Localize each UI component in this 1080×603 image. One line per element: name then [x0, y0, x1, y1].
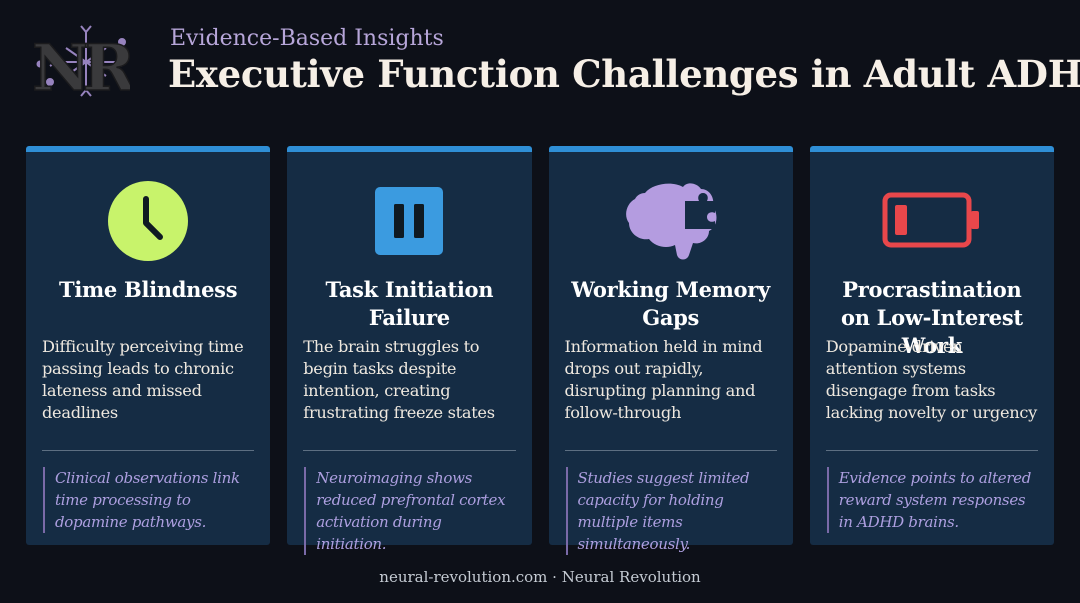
clock-icon [42, 166, 254, 276]
card-description: Difficulty perceiving time passing leads… [42, 337, 244, 422]
card-title: Procrastination on Low-Interest Work [840, 277, 1023, 358]
card-divider [825, 450, 1038, 451]
card-grid: Time Blindness Difficulty perceiving tim… [26, 146, 1054, 555]
card-divider [564, 450, 777, 451]
card-title: Time Blindness [59, 277, 238, 302]
card-note: Clinical observations link time processi… [43, 467, 254, 533]
page-title: Executive Function Challenges in Adult A… [168, 52, 1080, 96]
card-title: Working Memory Gaps [571, 277, 770, 330]
card-note: Studies suggest limited capacity for hol… [565, 467, 777, 555]
pause-icon [303, 166, 515, 276]
card-description: Information held in mind drops out rapid… [564, 337, 763, 422]
card-divider [42, 450, 255, 451]
footer-credit: neural-revolution.com · Neural Revolutio… [379, 568, 701, 586]
header-kicker: Evidence-Based Insights [170, 26, 444, 51]
brain-puzzle-icon [565, 166, 777, 276]
card-note: Neuroimaging shows reduced prefrontal co… [304, 467, 515, 555]
card-working-memory: Working Memory Gaps Information held in … [548, 146, 793, 555]
logo-lettering: NR [32, 31, 130, 104]
card-title: Task Initiation Failure [325, 277, 494, 330]
card-procrastination: Procrastination on Low-Interest Work Dop… [809, 146, 1054, 545]
card-time-blindness: Time Blindness Difficulty perceiving tim… [26, 146, 271, 545]
card-description: Dopamine-driven attention systems diseng… [825, 337, 1038, 422]
card-task-initiation: Task Initiation Failure The brain strugg… [287, 146, 532, 555]
brand-logo: NR [26, 20, 145, 107]
card-divider [303, 450, 516, 451]
card-description: The brain struggles to begin tasks despi… [303, 337, 495, 422]
card-note: Evidence points to altered reward system… [826, 467, 1038, 533]
low-battery-icon [826, 166, 1038, 276]
